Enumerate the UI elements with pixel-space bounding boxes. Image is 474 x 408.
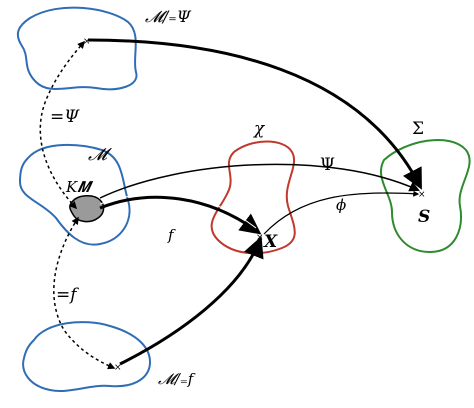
- label-S: 𝑺: [418, 207, 430, 227]
- K-M-region: [69, 195, 105, 223]
- label-X: 𝑿: [263, 232, 278, 252]
- label-f: f: [167, 226, 176, 244]
- arrow-Psi: [99, 163, 420, 199]
- sigma-region: [380, 138, 471, 254]
- arrow-f: [99, 195, 262, 235]
- point-S: ×: [418, 190, 426, 200]
- label-eq-f: =f: [56, 285, 79, 305]
- quotient-f-region: [22, 321, 152, 392]
- point-top: ×: [83, 37, 91, 47]
- label-Sigma: Σ: [412, 119, 424, 139]
- arrow-eq-f: [53, 216, 116, 370]
- label-K-M: K𝑴: [65, 178, 94, 196]
- point-bottom: ×: [114, 363, 122, 373]
- label-M: 𝓜: [88, 145, 112, 165]
- arrow-f-inner: [99, 193, 257, 229]
- label-quotient-psi: 𝓜/₌Ψ: [145, 7, 192, 26]
- arrow-phi: [263, 190, 420, 235]
- arrow-bottom-to-X: [119, 236, 264, 366]
- arrow-top-to-S: [87, 38, 422, 190]
- label-phi: ϕ: [336, 196, 346, 214]
- chi-region: [210, 140, 296, 255]
- label-quotient-f: 𝓜/₌f: [158, 370, 196, 388]
- quotient-psi-region: [16, 6, 138, 91]
- label-chi: χ: [253, 119, 266, 139]
- label-Psi: Ψ: [320, 155, 335, 175]
- label-eq-psi: =Ψ: [50, 107, 80, 127]
- arrow-eq-psi: [39, 40, 85, 210]
